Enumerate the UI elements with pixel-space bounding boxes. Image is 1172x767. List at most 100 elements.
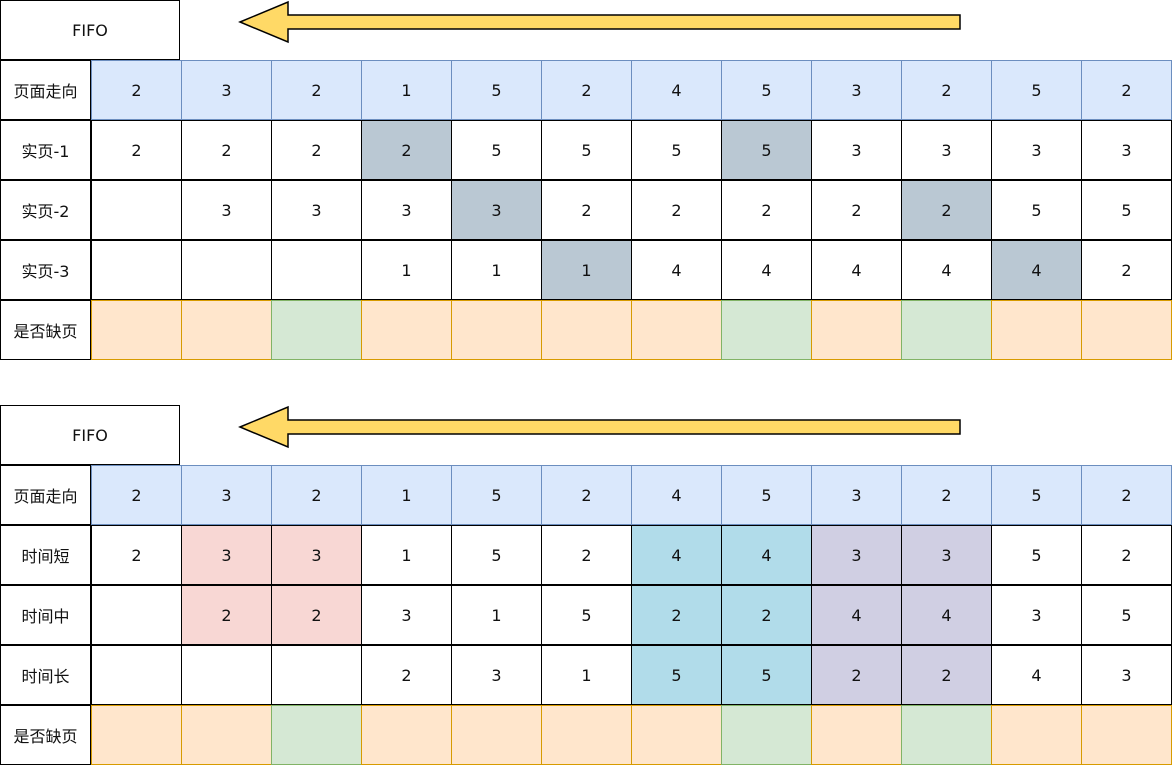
fault-indicator-cell <box>721 705 812 765</box>
frame-cell: 4 <box>901 240 992 300</box>
fault-indicator-cell <box>361 300 452 360</box>
row-label: 页面走向 <box>0 465 91 525</box>
frame-cell: 2 <box>901 645 992 705</box>
fault-indicator-cell <box>811 705 902 765</box>
frame-cell: 4 <box>631 525 722 585</box>
frame-cell: 1 <box>451 585 542 645</box>
frame-cell: 4 <box>901 585 992 645</box>
frame-cell: 5 <box>631 645 722 705</box>
frame-cell: 2 <box>91 120 182 180</box>
page-ref-cell: 5 <box>991 60 1082 120</box>
frame-cell: 3 <box>181 180 272 240</box>
frame-cell: 3 <box>181 525 272 585</box>
frame-cell: 1 <box>541 240 632 300</box>
panel-title: FIFO <box>0 405 180 465</box>
frame-cell: 4 <box>721 525 812 585</box>
frame-cell: 2 <box>721 585 812 645</box>
page-ref-cell: 1 <box>361 465 452 525</box>
row-label: 是否缺页 <box>0 705 91 765</box>
frame-cell <box>91 645 182 705</box>
frame-cell: 3 <box>271 525 362 585</box>
page-ref-cell: 2 <box>1081 465 1172 525</box>
page-ref-cell: 2 <box>1081 60 1172 120</box>
frame-cell: 3 <box>271 180 362 240</box>
fault-indicator-cell <box>901 300 992 360</box>
frame-cell: 2 <box>271 585 362 645</box>
frame-cell: 3 <box>361 180 452 240</box>
frame-cell: 2 <box>811 180 902 240</box>
frame-cell: 3 <box>901 120 992 180</box>
frame-cell: 4 <box>991 240 1082 300</box>
frame-cell: 4 <box>721 240 812 300</box>
fault-indicator-cell <box>361 705 452 765</box>
frame-cell: 3 <box>451 180 542 240</box>
frame-cell: 3 <box>451 645 542 705</box>
fault-indicator-cell <box>991 705 1082 765</box>
frame-cell: 2 <box>181 585 272 645</box>
frame-cell: 5 <box>541 120 632 180</box>
fault-indicator-cell <box>271 300 362 360</box>
frame-cell: 4 <box>811 585 902 645</box>
page-ref-cell: 5 <box>721 60 812 120</box>
page-ref-cell: 5 <box>721 465 812 525</box>
fault-indicator-cell <box>1081 300 1172 360</box>
left-arrow-icon <box>238 405 961 449</box>
frame-cell: 1 <box>361 240 452 300</box>
frame-cell: 3 <box>901 525 992 585</box>
frame-cell: 3 <box>811 525 902 585</box>
frame-cell: 4 <box>991 645 1082 705</box>
fault-indicator-cell <box>451 300 542 360</box>
fault-indicator-cell <box>541 300 632 360</box>
page-ref-cell: 1 <box>361 60 452 120</box>
frame-cell: 2 <box>631 585 722 645</box>
frame-cell: 3 <box>1081 120 1172 180</box>
frame-cell: 2 <box>541 180 632 240</box>
frame-cell: 2 <box>271 120 362 180</box>
frame-cell: 5 <box>721 645 812 705</box>
fault-indicator-cell <box>451 705 542 765</box>
fault-indicator-cell <box>631 705 722 765</box>
page-ref-cell: 2 <box>271 60 362 120</box>
frame-cell: 5 <box>1081 180 1172 240</box>
frame-cell: 2 <box>361 120 452 180</box>
frame-cell: 2 <box>901 180 992 240</box>
fault-indicator-cell <box>991 300 1082 360</box>
frame-cell <box>181 645 272 705</box>
row-label: 实页-3 <box>0 240 91 300</box>
fault-indicator-cell <box>901 705 992 765</box>
frame-cell: 2 <box>181 120 272 180</box>
fault-indicator-cell <box>541 705 632 765</box>
frame-cell: 4 <box>811 240 902 300</box>
frame-cell: 1 <box>451 240 542 300</box>
row-label: 时间中 <box>0 585 91 645</box>
page-ref-cell: 3 <box>811 465 902 525</box>
panel-title: FIFO <box>0 0 180 60</box>
fault-indicator-cell <box>1081 705 1172 765</box>
frame-cell: 2 <box>541 525 632 585</box>
page-ref-cell: 2 <box>91 465 182 525</box>
frame-cell: 5 <box>721 120 812 180</box>
fault-indicator-cell <box>181 705 272 765</box>
row-label: 时间短 <box>0 525 91 585</box>
frame-cell: 2 <box>1081 240 1172 300</box>
frame-cell: 3 <box>811 120 902 180</box>
frame-cell: 2 <box>721 180 812 240</box>
frame-cell: 5 <box>541 585 632 645</box>
frame-cell: 5 <box>991 180 1082 240</box>
page-ref-cell: 5 <box>991 465 1082 525</box>
frame-cell: 1 <box>361 525 452 585</box>
frame-cell: 2 <box>1081 525 1172 585</box>
frame-cell: 2 <box>361 645 452 705</box>
fault-indicator-cell <box>181 300 272 360</box>
fault-indicator-cell <box>271 705 362 765</box>
page-ref-cell: 4 <box>631 60 722 120</box>
page-ref-cell: 5 <box>451 60 542 120</box>
frame-cell: 5 <box>451 525 542 585</box>
frame-cell <box>91 240 182 300</box>
page-ref-cell: 3 <box>811 60 902 120</box>
frame-cell <box>271 240 362 300</box>
page-ref-cell: 3 <box>181 60 272 120</box>
row-label: 页面走向 <box>0 60 91 120</box>
